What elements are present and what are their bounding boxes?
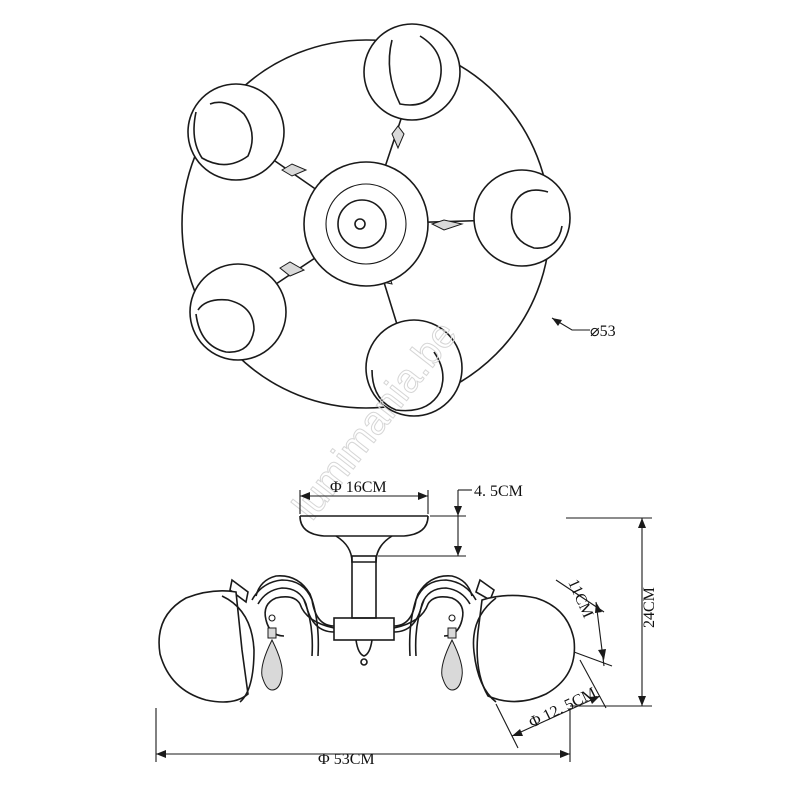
side-view-stem: [333, 555, 395, 666]
canopy-height-label: 4. 5CM: [474, 483, 523, 500]
top-view-diameter-label: ⌀53: [590, 323, 616, 340]
dimension-canopy-height: 4. 5CM: [378, 483, 523, 557]
total-height-label: 24CM: [641, 587, 658, 628]
top-view-shades: [187, 23, 571, 417]
side-view-canopy: [299, 515, 429, 563]
shade-height-label: 11CM: [564, 577, 596, 621]
dimension-canopy-diameter: Φ 16CM: [299, 479, 429, 514]
shade-upper-left: [187, 83, 285, 181]
side-view-shades: [158, 590, 576, 703]
side-view-crystals: [261, 614, 463, 691]
shade-top: [363, 23, 461, 121]
dimension-total-height: 24CM: [566, 517, 658, 707]
shade-right: [473, 169, 571, 267]
shade-bottom: [365, 319, 463, 417]
canopy-diameter-label: Φ 16CM: [330, 479, 387, 496]
side-shade-left: [158, 590, 255, 703]
side-shade-right: [472, 594, 576, 703]
top-view: ⌀53: [181, 23, 616, 417]
dimension-total-width: Φ 53CM: [155, 708, 571, 768]
side-view: Φ 16CM 4. 5CM 24CM 11CM: [155, 479, 658, 768]
top-view-hub: [303, 161, 429, 287]
shade-lower-left: [189, 263, 287, 361]
side-view-arms: [229, 575, 495, 657]
total-width-label: Φ 53CM: [318, 751, 375, 768]
top-view-diameter-dimension: ⌀53: [551, 317, 616, 340]
